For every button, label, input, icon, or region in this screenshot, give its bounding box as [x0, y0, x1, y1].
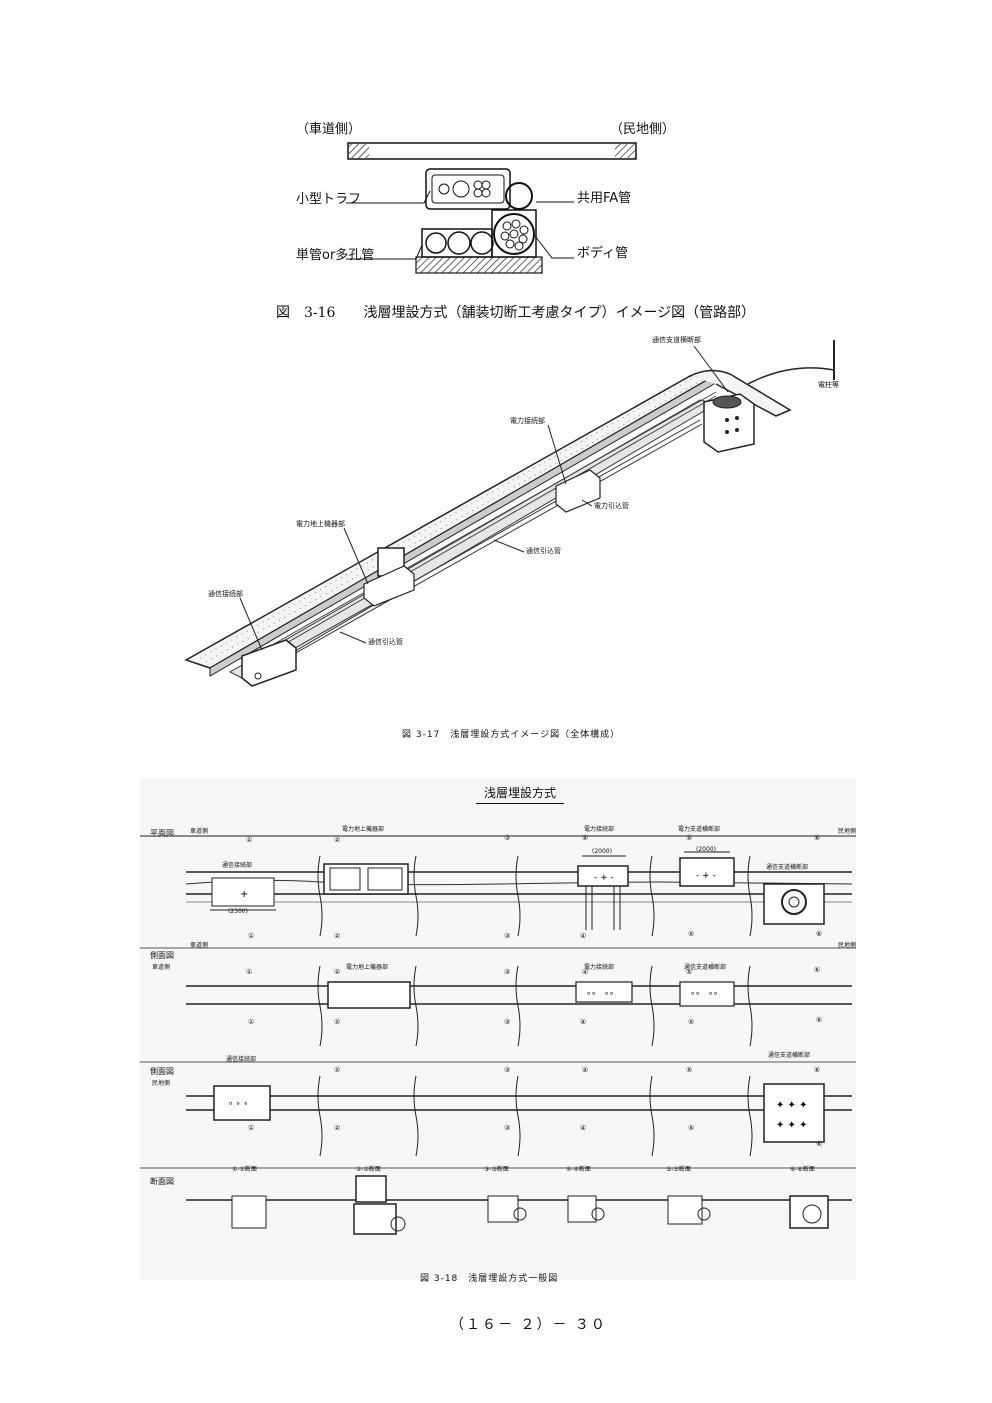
svg-text:- + -: - + - [594, 873, 614, 883]
marker-6-side-top: ⑥ [814, 966, 821, 974]
section-view-label: 断面図 [150, 1177, 174, 1186]
marker-6-private-bottom: ⑥ [816, 1140, 823, 1148]
comm-lead-label-1: 通信引込管 [526, 547, 561, 555]
small-trough-label: 小型トラフ [296, 192, 362, 207]
section-3-label: ③-③断面 [484, 1166, 509, 1173]
marker-4-bottom: ④ [580, 932, 587, 940]
marker-6-bottom: ⑥ [816, 930, 823, 938]
comm-cross-label-side: 通信支道横断部 [684, 964, 727, 971]
power-joint-label-side: 電力接続部 [584, 964, 615, 971]
road-side-label: （車道側） [296, 122, 362, 137]
marker-1-side-bottom: ① [248, 1018, 255, 1026]
marker-2-bottom: ② [334, 932, 341, 940]
svg-text:∘∘ ∘∘: ∘∘ ∘∘ [690, 989, 718, 998]
marker-4-top: ④ [582, 834, 589, 842]
svg-text:- + -: - + - [696, 871, 716, 881]
general-drawing: + - + - - + - ∘∘ ∘∘ ∘∘ ∘∘ ∘ ∘ ∘ ✦ ✦ ✦ ✦ … [140, 835, 856, 1235]
side-road-mark-bottom: 車道側 [190, 942, 209, 949]
single-pipe-label: 単管or多孔管 [296, 248, 375, 263]
marker-5-side-top: ⑤ [686, 968, 693, 976]
marker-5-top: ⑤ [686, 834, 693, 842]
svg-text:∘ ∘ ∘: ∘ ∘ ∘ [228, 1099, 248, 1108]
marker-3-bottom: ③ [504, 932, 511, 940]
page-number: （１６－ ２）－ ３０ [450, 1317, 607, 1333]
marker-5-bottom: ⑤ [688, 930, 695, 938]
section-6-label: ⑥-⑥断面 [790, 1166, 815, 1173]
power-lead-label: 電力引込管 [594, 502, 629, 510]
marker-3-side-bottom: ③ [504, 1018, 511, 1026]
comm-cross-label: 通信支道横断部 [766, 864, 809, 871]
marker-1-top: ① [246, 836, 253, 844]
pipe-cross-section-drawing [346, 142, 637, 274]
svg-text:✦ ✦ ✦: ✦ ✦ ✦ [776, 1120, 808, 1131]
marker-4-private-top: ④ [582, 1066, 589, 1074]
marker-2-top: ② [334, 836, 341, 844]
power-cross-label: 電力支道横断部 [678, 826, 721, 833]
isometric-overview-drawing [184, 340, 835, 687]
section-2-label: ②-②断面 [356, 1166, 381, 1173]
plan-view-label: 平面図 [150, 829, 174, 838]
section-5-label: ⑤-⑤断面 [666, 1166, 691, 1173]
general-drawing-title: 浅層埋設方式 [476, 784, 565, 804]
marker-4-side-bottom: ④ [580, 1018, 587, 1026]
side-view-road-sub: 車道側 [152, 964, 171, 971]
pole-label: 電柱等 [818, 381, 839, 389]
marker-4-side-top: ④ [582, 968, 589, 976]
marker-2-side-bottom: ② [334, 1018, 341, 1026]
figure-3-16-caption: 図 3-16 浅層埋設方式（舗装切断工考慮タイプ）イメージ図（管路部） [276, 305, 756, 321]
marker-2-private-top: ② [334, 1066, 341, 1074]
side-private-mark-bottom: 民地側 [838, 942, 857, 949]
marker-5-private-bottom: ⑤ [688, 1124, 695, 1132]
shared-fa-pipe-label: 共用FA管 [577, 191, 632, 206]
power-ground-label-side: 電力地上機器部 [346, 964, 389, 971]
dimension-2000-b: (2000) [696, 846, 716, 853]
comm-cross-label: 通信支道横断部 [652, 336, 701, 344]
marker-6-private-top: ⑥ [814, 1066, 821, 1074]
marker-3-private-bottom: ③ [504, 1124, 511, 1132]
svg-text:✦ ✦ ✦: ✦ ✦ ✦ [776, 1100, 808, 1111]
power-ground-label: 電力地上機器部 [342, 826, 385, 833]
power-joint-label: 電力接続部 [510, 417, 545, 425]
dimension-2300: (2300) [228, 908, 248, 915]
marker-4-private-bottom: ④ [580, 1124, 587, 1132]
side-view-private-label: 側面図 [150, 1067, 174, 1076]
comm-joint-label: 通信接続部 [208, 590, 243, 598]
comm-joint-label: 通信接続部 [222, 862, 253, 869]
svg-text:+: + [240, 889, 248, 900]
comm-cross-label-private: 通信支道横断部 [768, 1052, 811, 1059]
marker-3-top: ③ [504, 834, 511, 842]
figure-3-17-caption: 図 3-17 浅層埋設方式イメージ図（全体構成） [402, 730, 621, 740]
section-1-label: ①-①断面 [232, 1166, 257, 1173]
marker-5-side-bottom: ⑤ [688, 1018, 695, 1026]
marker-3-private-top: ③ [504, 1066, 511, 1074]
side-view-road-label: 側面図 [150, 951, 174, 960]
body-pipe-label: ボディ管 [577, 246, 629, 261]
marker-1-bottom: ① [248, 932, 255, 940]
side-view-private-sub: 民地側 [152, 1080, 171, 1087]
figure-3-18-caption: 図 3-18 浅層埋設方式一般図 [420, 1274, 559, 1284]
marker-2-side-top: ② [334, 968, 341, 976]
power-joint-label: 電力接続部 [584, 826, 615, 833]
marker-6-top: ⑥ [814, 834, 821, 842]
marker-5-private-top: ⑤ [686, 1066, 693, 1074]
side-private-mark-top: 民地側 [838, 828, 857, 835]
svg-text:∘∘ ∘∘: ∘∘ ∘∘ [586, 989, 614, 998]
private-side-label: （民地側） [610, 122, 676, 137]
comm-lead-label-2: 通信引込管 [368, 638, 403, 646]
power-ground-label: 電力地上機器部 [296, 520, 345, 528]
side-road-mark-top: 車道側 [190, 828, 209, 835]
marker-6-side-bottom: ⑥ [816, 1016, 823, 1024]
section-4-label: ④-④断面 [566, 1166, 591, 1173]
marker-3-side-top: ③ [504, 968, 511, 976]
comm-joint-label-side: 通信接続部 [226, 1056, 257, 1063]
marker-1-side-top: ① [246, 968, 253, 976]
marker-2-private-bottom: ② [334, 1124, 341, 1132]
dimension-2000-a: (2000) [592, 848, 612, 855]
marker-1-private-bottom: ① [248, 1124, 255, 1132]
